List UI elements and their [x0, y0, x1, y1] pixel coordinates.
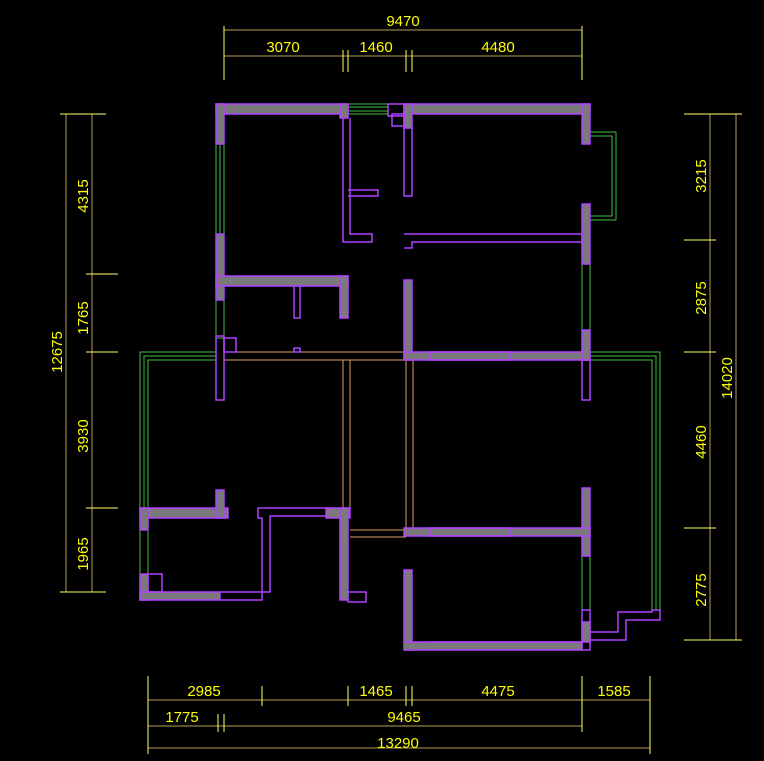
dim-bottom-row2-seg-1: 1775 — [165, 709, 198, 726]
dim-left-seg-3: 3930 — [75, 419, 92, 452]
right-dimensions: 14020 3215 2875 4460 2775 — [684, 113, 742, 641]
top-dimensions: 9470 3070 1460 4480 — [223, 13, 583, 80]
dim-top-seg-2: 1460 — [359, 39, 392, 56]
dim-bottom-seg-1: 2985 — [187, 683, 220, 700]
bottom-dimensions: 2985 1465 4475 1585 1775 9465 13290 — [147, 676, 651, 754]
openings — [224, 351, 414, 538]
dim-left-seg-4: 1965 — [75, 537, 92, 570]
dim-bottom-seg-4: 1585 — [597, 683, 630, 700]
dim-left-total: 12675 — [49, 331, 66, 373]
dim-top-seg-3: 4480 — [481, 39, 514, 56]
dim-bottom-row2-seg-2: 9465 — [387, 709, 420, 726]
dim-top-seg-1: 3070 — [266, 39, 299, 56]
dim-right-seg-2: 2875 — [693, 281, 710, 314]
dim-bottom-seg-2: 1465 — [359, 683, 392, 700]
dim-right-seg-4: 2775 — [693, 573, 710, 606]
dim-bottom-seg-3: 4475 — [481, 683, 514, 700]
dim-right-seg-3: 4460 — [693, 425, 710, 458]
dim-right-total: 14020 — [719, 357, 736, 399]
dim-right-seg-1: 3215 — [693, 159, 710, 192]
dim-left-seg-1: 4315 — [75, 179, 92, 212]
windows — [139, 103, 661, 623]
dim-top-total: 9470 — [386, 13, 419, 30]
dim-left-seg-2: 1765 — [75, 301, 92, 334]
left-dimensions: 12675 4315 1765 3930 1965 — [49, 113, 118, 593]
walls — [139, 103, 661, 651]
dim-bottom-total: 13290 — [377, 735, 419, 752]
